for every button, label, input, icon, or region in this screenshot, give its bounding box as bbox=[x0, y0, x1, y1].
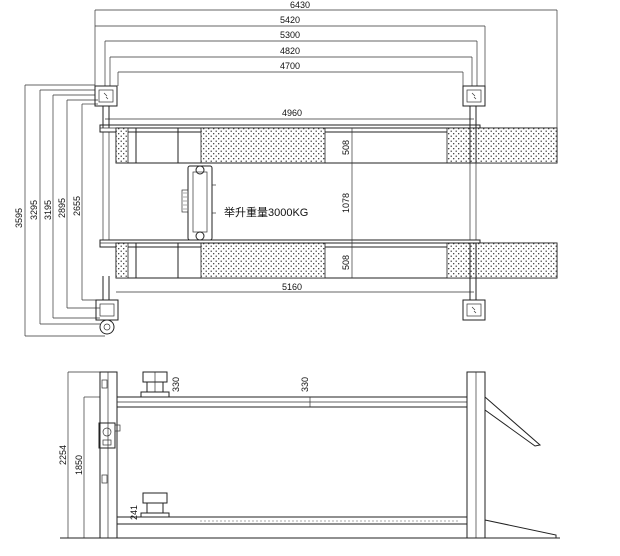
side-dimension-lines bbox=[67, 371, 100, 539]
post-top-right bbox=[462, 85, 486, 128]
center-area bbox=[102, 132, 480, 244]
dim-4820: 4820 bbox=[280, 46, 300, 56]
platform-lowered bbox=[116, 492, 468, 525]
dim-1850: 1850 bbox=[74, 455, 84, 475]
dim-3295: 3295 bbox=[29, 200, 39, 220]
platform-raised bbox=[116, 396, 468, 408]
dim-2254: 2254 bbox=[58, 445, 68, 465]
dim-241: 241 bbox=[129, 505, 139, 520]
pulley-icon bbox=[140, 371, 170, 398]
dim-2895: 2895 bbox=[57, 198, 67, 218]
post-bottom-right bbox=[462, 276, 486, 321]
top-dimension-lines bbox=[94, 9, 558, 293]
approach-ramp-icon bbox=[484, 395, 557, 539]
dim-4700: 4700 bbox=[280, 61, 300, 71]
dim-5300: 5300 bbox=[280, 30, 300, 40]
dim-1078: 1078 bbox=[341, 193, 351, 213]
post-bottom-left bbox=[95, 276, 119, 335]
runway-lower bbox=[115, 242, 558, 279]
post-top-left bbox=[94, 85, 118, 128]
dim-2655: 2655 bbox=[72, 196, 82, 216]
dim-5420: 5420 bbox=[280, 15, 300, 25]
dim-205: 330 bbox=[300, 377, 310, 392]
dim-overall-length: 6430 bbox=[290, 0, 310, 10]
dim-4960: 4960 bbox=[282, 108, 302, 118]
capacity-label: 举升重量3000KG bbox=[224, 205, 308, 219]
left-dimension-lines bbox=[24, 84, 105, 337]
hydraulic-cylinder-icon bbox=[181, 165, 216, 241]
post-right-side bbox=[466, 371, 486, 539]
runway-upper bbox=[115, 127, 558, 164]
dim-3195: 3195 bbox=[43, 200, 53, 220]
dim-508-lower: 508 bbox=[341, 255, 351, 270]
control-box-icon bbox=[98, 422, 121, 449]
post-left-side bbox=[99, 371, 118, 539]
dim-508-upper: 508 bbox=[341, 140, 351, 155]
dim-330: 330 bbox=[171, 377, 181, 392]
dim-5160: 5160 bbox=[282, 282, 302, 292]
dim-3595: 3595 bbox=[14, 208, 24, 228]
